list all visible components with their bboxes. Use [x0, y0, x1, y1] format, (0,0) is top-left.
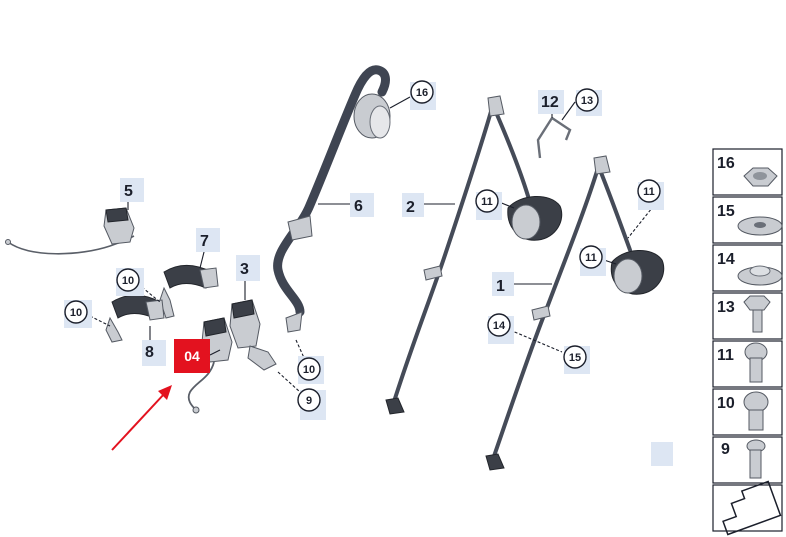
svg-text:6: 6	[354, 198, 363, 215]
svg-text:10: 10	[717, 395, 735, 412]
callout-16[interactable]: 16	[410, 80, 436, 110]
svg-text:1: 1	[496, 278, 505, 295]
part-1-belt	[485, 155, 665, 471]
part-04-buckle	[187, 317, 233, 414]
svg-text:15: 15	[569, 352, 581, 364]
svg-text:11: 11	[643, 186, 655, 198]
hex-bolt-icon	[743, 295, 771, 333]
highlight-04-label: 04	[184, 348, 200, 364]
svg-text:11: 11	[717, 347, 734, 364]
legend-item-13[interactable]: 13	[712, 292, 783, 340]
part-5-buckle	[5, 207, 135, 255]
svg-text:3: 3	[240, 261, 249, 278]
svg-text:14: 14	[717, 251, 735, 268]
svg-text:7: 7	[200, 233, 209, 250]
hex-bolt-long-icon	[746, 439, 766, 479]
callout-15[interactable]: 15	[563, 345, 590, 374]
svg-text:5: 5	[124, 183, 133, 200]
svg-text:10: 10	[122, 275, 134, 287]
callout-11-c[interactable]: 11	[637, 179, 664, 210]
highlight-04-box[interactable]	[174, 339, 210, 373]
assembly-drawing	[5, 65, 665, 471]
svg-text:16: 16	[416, 87, 428, 99]
callout-13[interactable]: 13	[575, 88, 602, 116]
svg-text:12: 12	[541, 94, 559, 111]
svg-text:16: 16	[717, 155, 735, 172]
svg-text:8: 8	[145, 344, 154, 361]
red-pointer-arrow	[111, 385, 172, 451]
legend-item-11[interactable]: 11	[712, 340, 783, 388]
svg-text:10: 10	[70, 307, 82, 319]
callout-5[interactable]: 5	[120, 178, 144, 202]
highlight-04[interactable]: 04	[174, 339, 210, 373]
part-6-upper-belt	[273, 65, 391, 333]
direction-arrow-icon	[722, 480, 782, 536]
callout-11-b[interactable]: 11	[579, 245, 606, 276]
part-12-bracket	[536, 117, 572, 159]
hardware-legend: 16 15 14 13 11	[712, 148, 783, 536]
callout-8[interactable]: 8	[142, 340, 166, 366]
svg-text:13: 13	[717, 299, 735, 316]
svg-text:11: 11	[481, 196, 493, 208]
callout-10-c[interactable]: 10	[297, 356, 324, 384]
torx-bolt-icon	[744, 342, 768, 383]
callout-1[interactable]: 1	[492, 272, 514, 296]
svg-text:9: 9	[306, 395, 312, 407]
legend-item-15[interactable]: 15	[712, 196, 783, 244]
leader-lines	[89, 96, 661, 393]
part-3-buckle	[229, 299, 277, 371]
callout-3[interactable]: 3	[236, 255, 260, 281]
part-2-belt	[385, 95, 563, 415]
legend-item-16[interactable]: 16	[712, 148, 783, 196]
legend-item-9[interactable]: 9	[712, 436, 783, 484]
callout-6[interactable]: 6	[350, 193, 374, 217]
part-7-buckle	[159, 264, 219, 319]
part-8-buckle	[105, 294, 165, 343]
legend-item-10[interactable]: 10	[712, 388, 783, 436]
svg-text:11: 11	[585, 252, 597, 264]
svg-text:2: 2	[406, 199, 415, 216]
svg-text:13: 13	[581, 95, 593, 107]
callout-10-a[interactable]: 10	[64, 300, 92, 328]
callouts: 1 2 3 5 6 7 8 12	[64, 80, 673, 466]
svg-text:14: 14	[493, 320, 506, 332]
legend-item-14[interactable]: 14	[712, 244, 783, 292]
callout-10-b[interactable]: 10	[116, 268, 144, 296]
callout-2[interactable]: 2	[402, 193, 424, 217]
callout-12[interactable]: 12	[538, 90, 564, 114]
legend-direction-cell[interactable]	[712, 480, 783, 536]
svg-text:15: 15	[717, 203, 735, 220]
svg-text:9: 9	[721, 441, 730, 458]
svg-text:10: 10	[303, 364, 315, 376]
torx-bolt-short-icon	[743, 391, 769, 431]
empty-callout-marker	[651, 442, 673, 466]
callout-14[interactable]: 14	[487, 313, 514, 344]
callout-9[interactable]: 9	[297, 388, 326, 420]
callout-11-a[interactable]: 11	[475, 189, 502, 220]
callout-7[interactable]: 7	[196, 228, 220, 252]
